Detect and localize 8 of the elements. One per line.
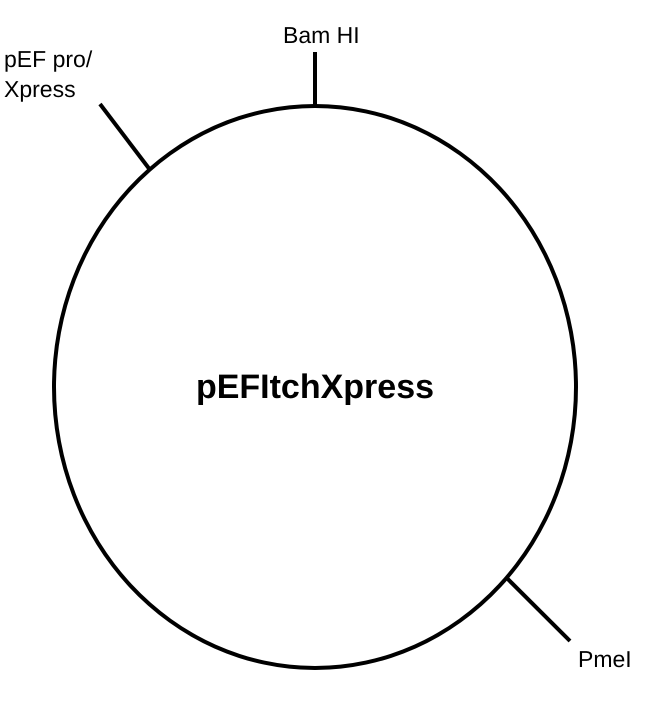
site-label: PmeI [578,644,648,674]
leader-line [98,102,152,171]
plasmid-circle [52,104,578,670]
site-label: Bam HI [283,20,363,50]
leader-line [505,576,572,642]
site-label: pEF pro/ Xpress [4,44,104,104]
plasmid-name: pEFItchXpress [196,368,434,406]
leader-line [313,52,317,106]
